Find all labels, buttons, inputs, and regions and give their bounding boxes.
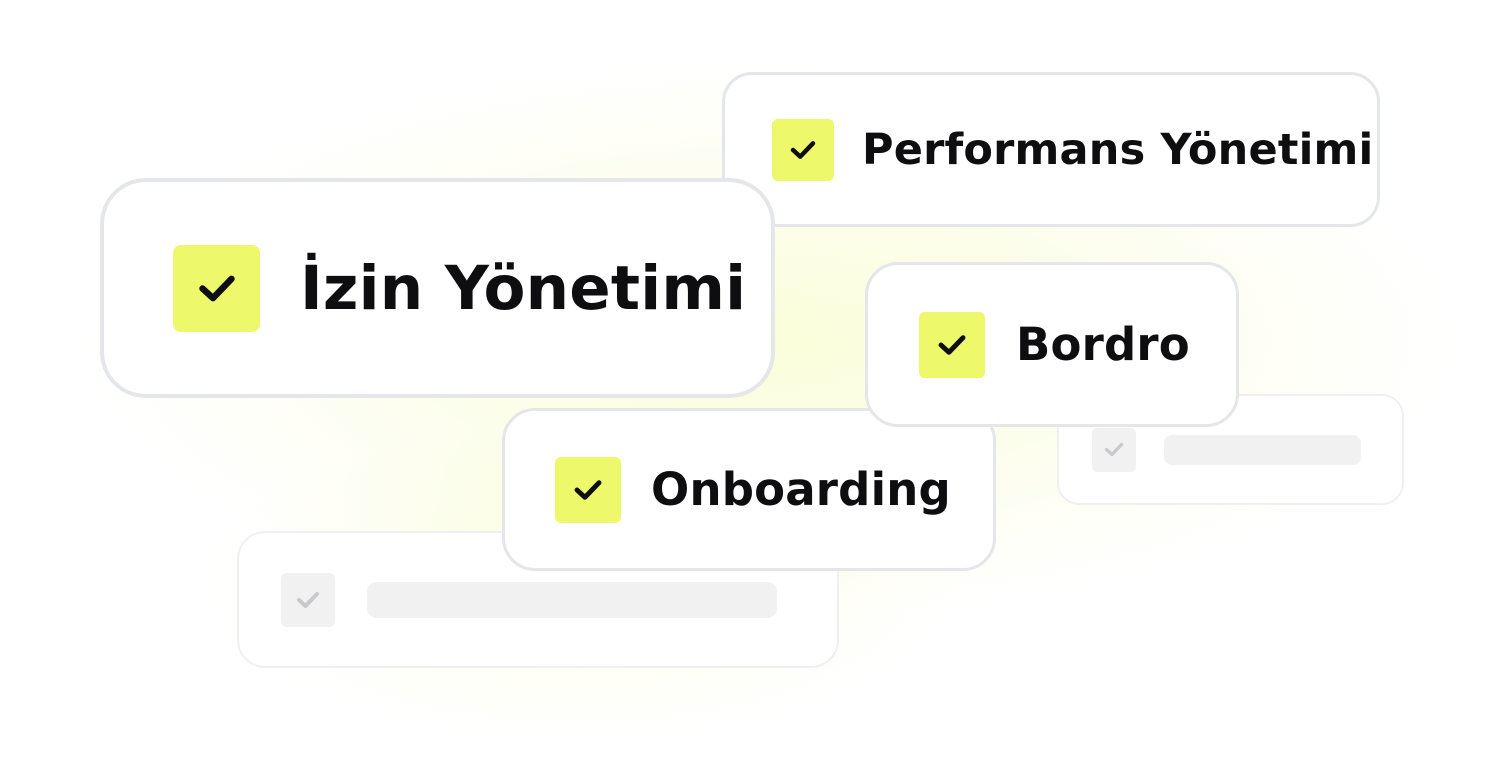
placeholder-checkbox [1092, 427, 1136, 472]
check-icon [297, 591, 319, 608]
placeholder-text-bar [1164, 434, 1361, 465]
check-icon [574, 479, 602, 500]
placeholder-card-left [237, 531, 839, 668]
feature-checkbox-bordro [919, 311, 985, 378]
feature-label-performans: Performans Yönetimi [862, 124, 1374, 175]
feature-label-onboarding: Onboarding [651, 463, 951, 516]
check-icon [198, 275, 235, 301]
feature-checkbox-izin [173, 244, 260, 332]
feature-card-performans: Performans Yönetimi [722, 72, 1380, 227]
check-icon [790, 140, 816, 159]
check-icon [1104, 442, 1124, 457]
feature-label-izin: İzin Yönetimi [300, 252, 747, 324]
feature-card-bordro: Bordro [865, 262, 1239, 427]
check-icon [938, 334, 966, 355]
feature-label-bordro: Bordro [1016, 318, 1190, 371]
feature-card-onboarding: Onboarding [502, 408, 996, 571]
feature-checkbox-performans [772, 118, 834, 181]
placeholder-text-bar [367, 581, 777, 618]
feature-card-izin: İzin Yönetimi [100, 178, 775, 398]
placeholder-checkbox [281, 572, 335, 627]
feature-checkbox-onboarding [555, 456, 621, 523]
